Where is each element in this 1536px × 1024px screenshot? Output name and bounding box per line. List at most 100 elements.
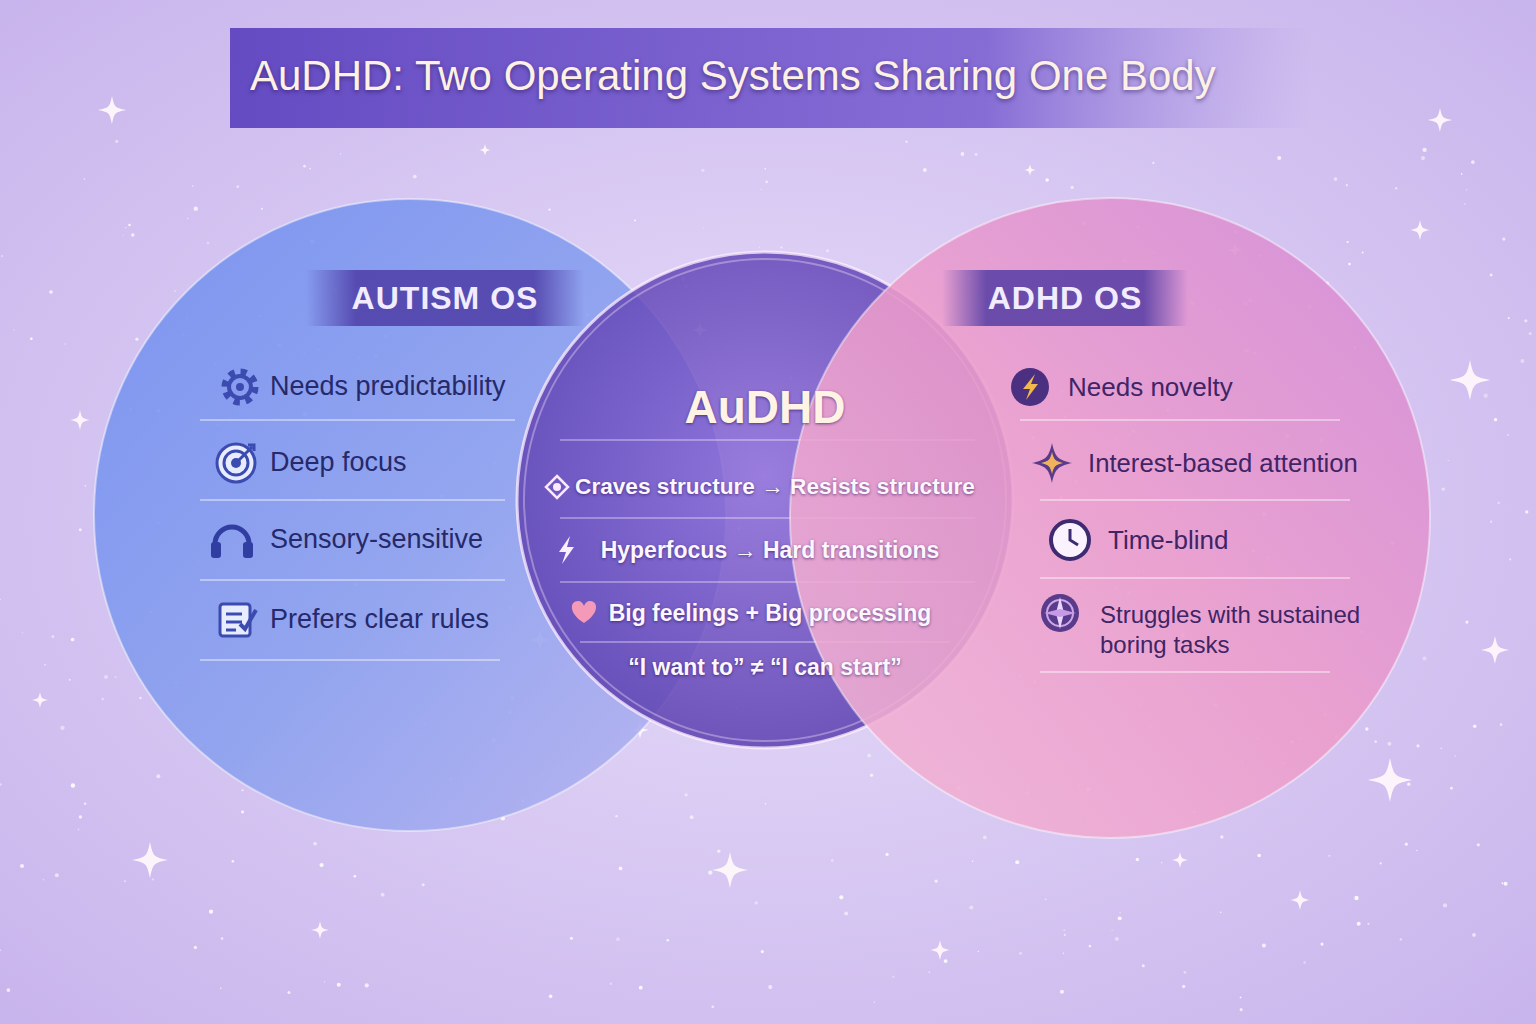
sparkle-dot [194,946,197,949]
sparkle-dot [1362,251,1364,253]
sparkle-dot [139,697,141,699]
row-divider [200,499,505,501]
sparkle-dot [892,976,894,978]
sparkle-dot [1483,394,1487,398]
sparkle-star [479,144,491,156]
target-icon [217,444,255,482]
sparkle-dot [1443,903,1447,907]
sparkle-dot [1374,740,1376,742]
sparkle-dots [0,140,1532,1011]
sparkle-star [1368,758,1412,802]
sparkle-dot [1490,274,1493,277]
sparkle-dot [187,218,188,219]
sparkle-dot [125,227,126,228]
sparkle-dot [1520,359,1524,363]
sparkle-dot [365,983,369,987]
sparkle-dot [1015,860,1019,864]
sparkle-dot [1477,843,1480,846]
sparkle-dot [1,255,3,257]
sparkle-dot [1422,148,1426,152]
sparkle-star [98,96,126,124]
sparkle-dot [85,485,86,486]
trait-item: Big feelings + Big processing [609,599,932,628]
sparkle-star [1450,360,1490,400]
sparkle-dot [13,329,14,330]
sparkle-dot [1448,460,1449,461]
sparkle-dot [131,233,135,237]
sparkle-dot [1473,724,1477,728]
sparkle-dot [1440,748,1442,750]
sparkle-dot [975,153,978,156]
sparkle-dot [1334,177,1338,181]
bolt-icon [559,536,574,564]
sparkle-dot [839,895,843,899]
sparkle-star [132,842,168,878]
sparkle-dot [135,338,138,341]
sparkle-dot [634,219,636,221]
sparkle-dot [1367,923,1369,925]
sparkle-dot [1400,938,1402,940]
sparkle-dot [1303,961,1305,963]
sparkle-dot [1379,862,1381,864]
sparkle-dot [1161,862,1162,863]
sparkle-dot [1220,835,1223,838]
sparkle-dot [1450,787,1453,790]
sparkle-dot [1504,882,1508,886]
sparkle-dot [209,910,213,914]
sparkle-dot [71,783,75,787]
sparkle-dot [1405,843,1408,846]
sparkle-dot [0,599,1,600]
trait-item: Needs novelty [1068,371,1233,404]
sparkle-dot [944,959,948,963]
sparkle-dot [156,774,160,778]
sparkle-dot [1184,971,1187,974]
sparkle-dot [1387,742,1391,746]
sparkle-dot [192,185,193,186]
sparkle-dot [972,860,974,862]
sparkle-dot [324,981,326,983]
sparkle-dot [51,635,54,638]
sparkle-dot [759,247,760,248]
sparkle-dot [1220,911,1222,913]
sparkle-dot [1490,521,1492,523]
row-divider [1040,671,1330,673]
sparkle-dot [1277,156,1281,160]
sparkle-dot [1060,990,1064,994]
sparkle-dot [69,679,71,681]
sparkle-dot [764,168,766,170]
sparkle-dot [1466,189,1467,190]
sparkle-dot [969,905,973,909]
sparkle-dot [844,912,848,916]
sparkle-dot [765,181,768,184]
compass-icon [1041,594,1079,632]
star-icon [1032,443,1072,483]
sparkle-dot [1071,186,1074,189]
sparkle-dot [570,937,573,940]
sparkle-dot [1502,238,1505,241]
sparkle-star [1428,108,1452,132]
sparkle-dot [1019,952,1022,955]
sparkle-dot [826,249,829,252]
circle-heading: AuDHD [685,379,846,437]
sparkle-dot [104,675,108,679]
row-divider [1040,577,1350,579]
sparkle-dot [978,951,979,952]
sparkle-star [930,940,950,960]
sparkle-dot [220,988,222,990]
sparkle-dot [780,247,782,249]
sparkle-dot [43,879,45,881]
sparkle-dot [1524,319,1527,322]
sparkle-dot [1407,783,1410,786]
sparkle-dot [765,803,767,805]
sparkle-dot [1240,997,1242,999]
sparkle-dot [1423,656,1427,660]
sparkle-dot [115,140,118,143]
diamond-icon [546,476,568,498]
sparkle-dot [49,290,53,294]
sparkle-dot [755,901,758,904]
sparkle-dot [1089,945,1092,948]
sparkle-dot [84,802,86,804]
sparkle-dot [684,793,687,796]
trait-item: Needs predictability [270,370,506,404]
sparkle-dot [616,937,620,941]
